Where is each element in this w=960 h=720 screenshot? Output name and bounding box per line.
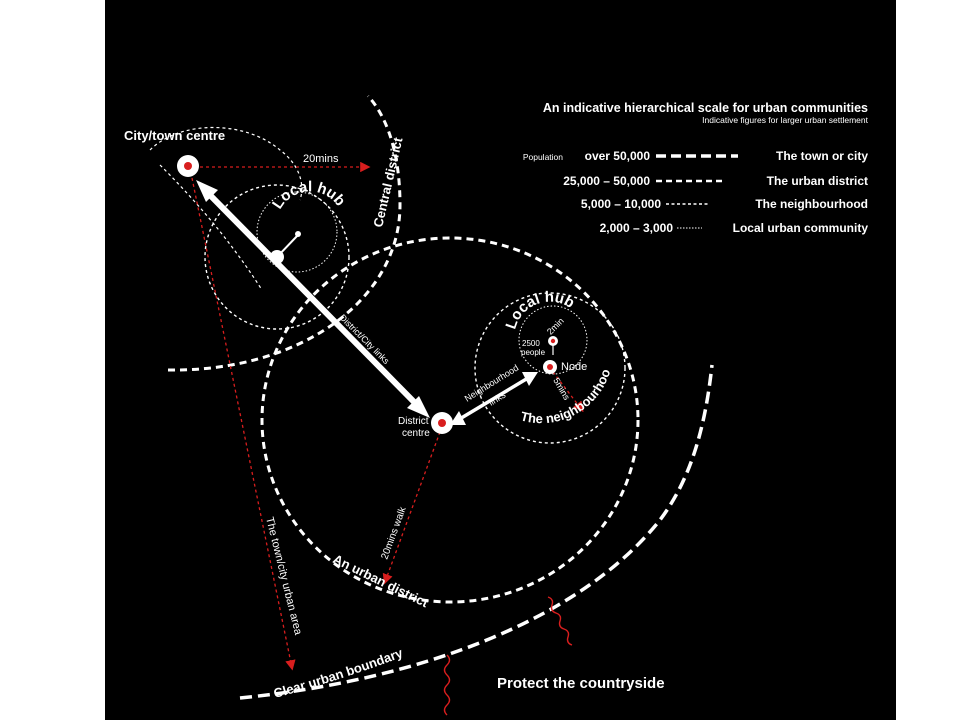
- urban-district-circle: [260, 236, 640, 604]
- legend-prefix: Population: [523, 152, 563, 162]
- city-circle-arc: [149, 127, 303, 201]
- neighbourhood-local-hub-circle: [518, 305, 588, 375]
- local-hub-right-label: Local hub: [502, 289, 577, 332]
- central-local-hub-circle: [256, 191, 338, 273]
- twenty-mins-walk-line: [382, 431, 441, 585]
- district-centre-label-1: District: [398, 416, 429, 427]
- district-centre-node[interactable]: [431, 412, 453, 434]
- district-city-link-arrow: [202, 187, 423, 411]
- squiggle-right: [547, 596, 573, 646]
- arrowhead-city: [196, 180, 218, 202]
- legend: An indicative hierarchical scale for urb…: [523, 101, 869, 235]
- protect-countryside-label: Protect the countryside: [497, 675, 665, 692]
- the-neighbourhood-label: The neighbourhood: [105, 0, 613, 426]
- legend-range: 25,000 – 50,000: [563, 174, 650, 188]
- city-centre-node[interactable]: [177, 155, 199, 177]
- neighbourhood-circle: [474, 292, 626, 444]
- urban-area-line: [191, 177, 296, 671]
- arrowhead-district-small: [450, 411, 466, 425]
- twenty-mins-walk-label: 20mins walk: [379, 505, 408, 561]
- legend-row-neighbourhood: 5,000 – 10,000 The neighbourhood: [581, 197, 868, 211]
- local-hub-top-label: Local hub: [269, 178, 349, 212]
- clear-urban-boundary: [239, 364, 714, 700]
- central-local-circle-outer: [204, 184, 350, 330]
- node-label: Node: [561, 361, 587, 373]
- arrowhead-node: [522, 372, 538, 386]
- twenty-mins-label: 20mins: [303, 153, 339, 165]
- an-urban-district-label: An urban district: [331, 551, 432, 610]
- urban-hierarchy-diagram: City/town centre 20mins Local hub Centra…: [105, 0, 869, 716]
- people-label-1: 2500: [522, 339, 540, 348]
- neighbourhood-node[interactable]: [543, 360, 557, 374]
- local-hub-dot: [295, 231, 301, 237]
- district-centre-label-2: centre: [402, 428, 430, 439]
- district-city-links-label: District/City links: [338, 312, 392, 366]
- legend-row-local: 2,000 – 3,000 Local urban community: [600, 221, 869, 235]
- diagram-canvas: City/town centre 20mins Local hub Centra…: [105, 0, 896, 720]
- legend-row-district: 25,000 – 50,000 The urban district: [563, 174, 868, 188]
- local-hub-right-node[interactable]: [548, 336, 558, 346]
- legend-range: over 50,000: [585, 149, 651, 163]
- people-label-2: people: [521, 348, 546, 357]
- local-hub-node[interactable]: [270, 250, 284, 264]
- squiggle-left: [443, 654, 451, 716]
- arrowhead-district: [407, 396, 430, 418]
- legend-label: Local urban community: [733, 221, 869, 235]
- city-centre-label: City/town centre: [124, 128, 225, 143]
- neighbourhood-link-arrow: [457, 376, 529, 422]
- city-circle-arc-left: [159, 164, 263, 291]
- legend-label: The town or city: [776, 149, 868, 163]
- urban-area-label: The town/city urban area: [263, 516, 304, 637]
- legend-subtitle: Indicative figures for larger urban sett…: [702, 115, 868, 125]
- legend-title: An indicative hierarchical scale for urb…: [543, 101, 868, 115]
- legend-label: The neighbourhood: [755, 197, 868, 211]
- two-min-label: 2min: [545, 316, 566, 337]
- legend-row-town: Population over 50,000 The town or city: [523, 149, 868, 163]
- legend-range: 5,000 – 10,000: [581, 197, 661, 211]
- five-mins-line: [552, 371, 584, 413]
- five-mins-label: 5mins: [551, 376, 572, 402]
- legend-label: The urban district: [767, 174, 868, 188]
- legend-range: 2,000 – 3,000: [600, 221, 674, 235]
- central-district-boundary: [167, 94, 402, 372]
